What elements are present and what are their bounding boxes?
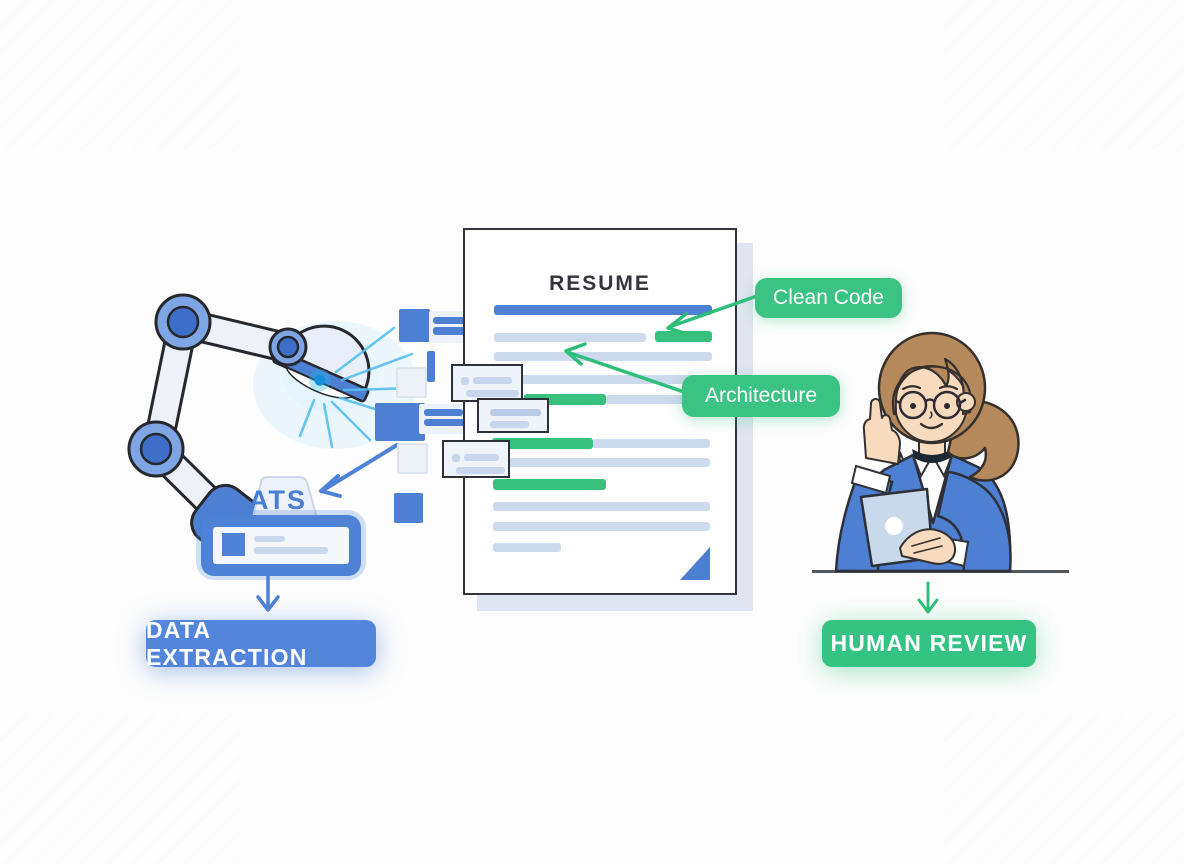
data-fragment-outline-square: [396, 367, 427, 398]
corner-texture: [0, 714, 240, 864]
resume-line: [593, 439, 710, 448]
resume-line: [493, 458, 710, 467]
callout-clean-code[interactable]: Clean Code: [755, 278, 902, 318]
face-features: [901, 385, 959, 430]
eye: [944, 403, 950, 409]
text-line: [466, 390, 519, 397]
resume-line: [494, 333, 646, 342]
text-line: [456, 467, 505, 474]
data-card: [442, 440, 510, 478]
resume-title: RESUME: [549, 272, 651, 295]
data-card: [477, 398, 549, 433]
ats-label: ATS: [249, 485, 307, 515]
corner-texture: [0, 0, 240, 150]
callout-architecture[interactable]: Architecture: [682, 375, 840, 417]
data-fragment-bar: [427, 351, 435, 382]
arrow-down-icon: [256, 569, 280, 612]
reviewer-hair-front: [891, 357, 973, 416]
resume-line: [606, 395, 710, 404]
text-line: [490, 421, 529, 428]
resume-line: [493, 502, 710, 511]
resume-highlight: [492, 438, 593, 449]
resume-highlight: [655, 331, 712, 342]
human-review-button[interactable]: HUMAN REVIEW: [822, 620, 1036, 667]
glasses-icon: [894, 390, 967, 420]
arrow-into-ats-icon: [319, 443, 399, 498]
text-line: [490, 409, 541, 416]
resume-line: [494, 375, 712, 384]
document-fold-icon: [680, 547, 710, 580]
holding-hand-icon: [899, 528, 957, 565]
ats-machine-icon: [196, 510, 366, 580]
pointing-hand-icon: [862, 398, 901, 465]
text-line: [433, 317, 474, 324]
reviewer-face: [894, 365, 968, 443]
eye: [910, 403, 916, 409]
resume-line: [494, 352, 712, 361]
arm-joints: [127, 293, 308, 478]
text-line: [433, 327, 481, 335]
corner-texture: [944, 0, 1184, 150]
text-line: [424, 409, 463, 416]
human-review-arrow-icon: [917, 581, 939, 614]
data-fragment-square: [394, 493, 423, 523]
collar-shadow: [912, 449, 952, 463]
reviewer-illustration: [834, 331, 1020, 573]
bullet: [461, 377, 469, 385]
data-fragment-square: [399, 309, 430, 342]
reviewer-ear: [956, 392, 976, 412]
data-fragment-outline-square: [397, 443, 428, 474]
reviewer-right-arm: [936, 470, 1012, 573]
data-card: [451, 364, 523, 402]
resume-line: [493, 543, 561, 552]
resume-line: [494, 305, 712, 315]
bullet: [452, 454, 460, 462]
text-line: [464, 454, 499, 461]
corner-texture: [944, 714, 1184, 864]
text-line: [424, 419, 478, 426]
resume-highlight: [493, 479, 606, 490]
resume-highlight: [524, 394, 606, 405]
data-fragment-square: [375, 403, 425, 441]
text-line: [473, 377, 512, 384]
robot-arm-illustration: ATS: [127, 293, 423, 612]
data-extraction-button[interactable]: DATA EXTRACTION: [146, 617, 376, 670]
resume-line: [493, 522, 710, 531]
